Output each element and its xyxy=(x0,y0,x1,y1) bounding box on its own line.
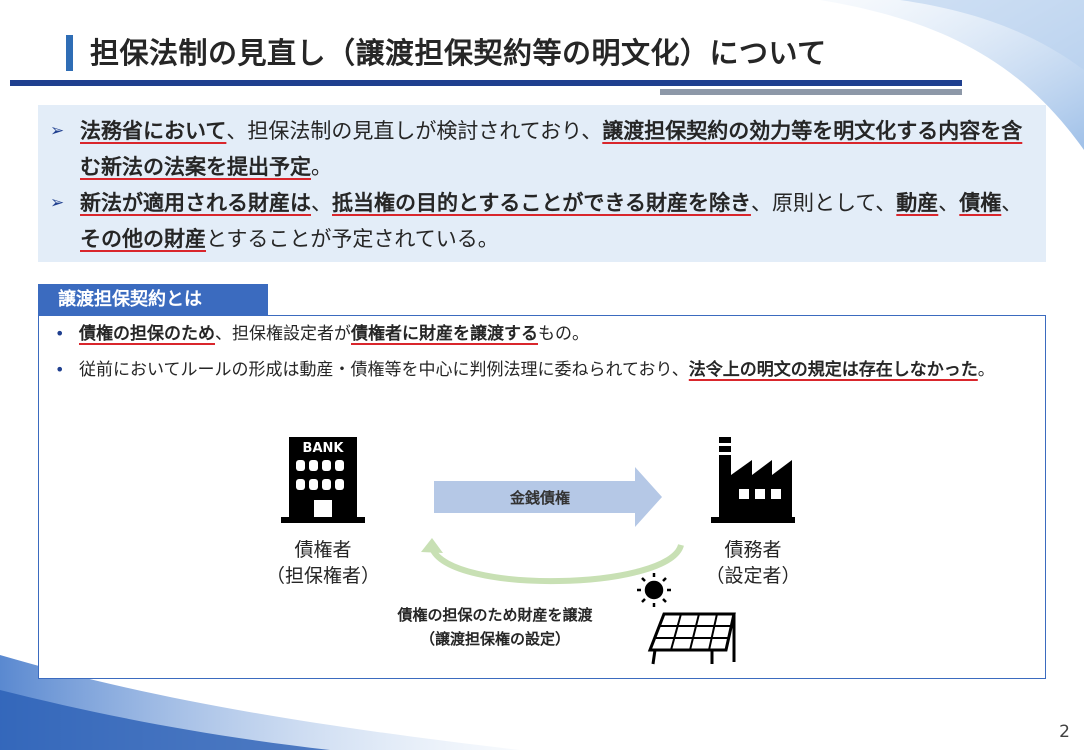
body-text: 、原則として、 xyxy=(750,191,897,215)
money-claim-arrow xyxy=(434,467,662,527)
creditor-role: （担保権者） xyxy=(265,565,380,587)
transfer-return-arrow xyxy=(421,538,684,584)
emphasis-text: 法令上の明文の規定は存在しなかった xyxy=(688,360,978,380)
debtor-label: 債務者 （設定者） xyxy=(688,537,818,589)
definition-heading: 譲渡担保契約とは xyxy=(38,284,268,316)
title-accent-bar xyxy=(66,35,73,71)
transfer-caption-line1: 債権の担保のため財産を譲渡 xyxy=(397,606,593,624)
transfer-caption-line2: （譲渡担保権の設定） xyxy=(419,630,570,648)
definition-line-1: 債権の担保のため、担保権設定者が債権者に財産を譲渡するもの。 xyxy=(79,316,1029,352)
body-text: 従前においてルールの形成は動産・債権等を中心に判例法理に委ねられており、 xyxy=(79,360,689,380)
emphasis-text: その他の財産 xyxy=(80,227,206,251)
transfer-caption: 債権の担保のため財産を譲渡 （譲渡担保権の設定） xyxy=(350,603,640,651)
emphasis-text: 債権の担保のため xyxy=(79,324,215,344)
debtor-role: （設定者） xyxy=(705,565,801,587)
creditor-label: 債権者 （担保権者） xyxy=(258,537,388,589)
body-text: 、担保法制の見直しが検討されており、 xyxy=(226,119,603,143)
page-number: 2 xyxy=(1059,722,1070,742)
emphasis-text: 譲渡担保契約の効力等を明文化する内容を含む新法の法案を提出予定 xyxy=(80,119,1023,179)
page-title: 担保法制の見直し（譲渡担保契約等の明文化）について xyxy=(90,36,827,70)
emphasis-text: 法務省において xyxy=(80,119,227,143)
body-text: 。 xyxy=(311,155,332,179)
sun-icon xyxy=(637,573,671,607)
emphasis-text: 債権 xyxy=(959,191,1002,215)
body-text: 、 xyxy=(311,191,332,215)
bank-sign: BANK xyxy=(303,441,345,456)
bullet-arrow-icon: ➢ xyxy=(50,121,65,141)
solar-panel-icon xyxy=(647,612,736,665)
creditor-name: 債権者 xyxy=(294,539,352,561)
debtor-name: 債務者 xyxy=(724,539,782,561)
body-text: もの。 xyxy=(538,324,589,344)
definition-line-2: 従前においてルールの形成は動産・債権等を中心に判例法理に委ねられており、法令上の… xyxy=(79,352,1039,388)
body-text: 。 xyxy=(977,360,995,380)
emphasis-text: 債権者に財産を譲渡する xyxy=(351,324,538,344)
factory-icon xyxy=(711,437,795,523)
body-text: とすることが予定されている。 xyxy=(206,227,499,251)
body-text: 、 xyxy=(938,191,960,215)
emphasis-text: 動産 xyxy=(896,191,939,215)
bank-icon: BANK xyxy=(281,437,365,523)
body-text: 、 xyxy=(1001,191,1023,215)
body-text: 、担保権設定者が xyxy=(215,324,351,344)
bullet-arrow-icon: ➢ xyxy=(50,193,65,213)
bullet-dot-icon: • xyxy=(55,324,65,343)
emphasis-text: 抵当権の目的とすることができる財産を除き xyxy=(332,191,751,215)
title-underline-secondary xyxy=(660,89,962,95)
money-claim-label: 金銭債権 xyxy=(509,489,570,507)
summary-box: ➢ 法務省において、担保法制の見直しが検討されており、譲渡担保契約の効力等を明文… xyxy=(38,105,1046,262)
bullet-dot-icon: • xyxy=(55,360,65,379)
title-underline xyxy=(10,80,962,86)
emphasis-text: 新法が適用される財産は xyxy=(80,191,311,215)
